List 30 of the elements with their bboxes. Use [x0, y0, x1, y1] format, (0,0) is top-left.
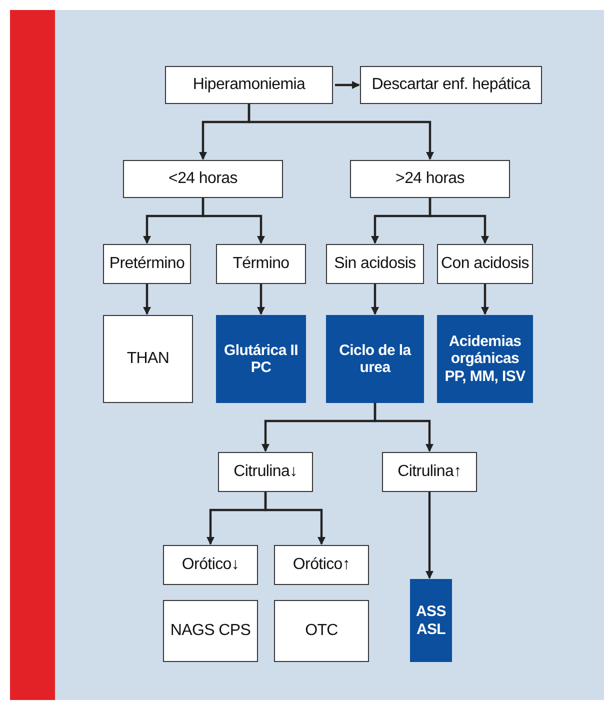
diagnosis-box: ASS ASL — [410, 579, 452, 662]
arrow — [428, 198, 489, 244]
arrow — [264, 492, 326, 545]
process-box: Sin acidosis — [326, 244, 424, 284]
arrow — [143, 284, 151, 315]
process-box: Hiperamoniemia — [165, 66, 333, 104]
arrow — [426, 492, 434, 579]
process-box: <24 horas — [123, 160, 283, 198]
diagnosis-box: Ciclo de la urea — [326, 315, 424, 403]
diagnosis-box: Acidemias orgánicas PP, MM, ISV — [437, 315, 533, 403]
process-box: OTC — [274, 600, 369, 662]
process-box: Descartar enf. hepática — [360, 66, 542, 104]
process-box: Orótico↑ — [274, 545, 369, 585]
arrow — [248, 104, 434, 160]
process-box: Citrulina↓ — [218, 452, 313, 492]
arrow — [374, 403, 434, 452]
arrow — [335, 81, 360, 89]
process-box: Orótico↓ — [163, 545, 258, 585]
arrow — [371, 284, 379, 315]
arrow — [202, 198, 265, 244]
process-box: Pretérmino — [103, 244, 191, 284]
process-box: Citrulina↑ — [382, 452, 477, 492]
process-box: >24 horas — [350, 160, 510, 198]
arrow — [481, 284, 489, 315]
process-box: Término — [216, 244, 306, 284]
process-box: NAGS CPS — [163, 600, 258, 662]
arrow — [257, 284, 265, 315]
process-box: Con acidosis — [437, 244, 533, 284]
process-box: THAN — [103, 315, 193, 403]
diagnosis-box: Glutárica II PC — [216, 315, 306, 403]
